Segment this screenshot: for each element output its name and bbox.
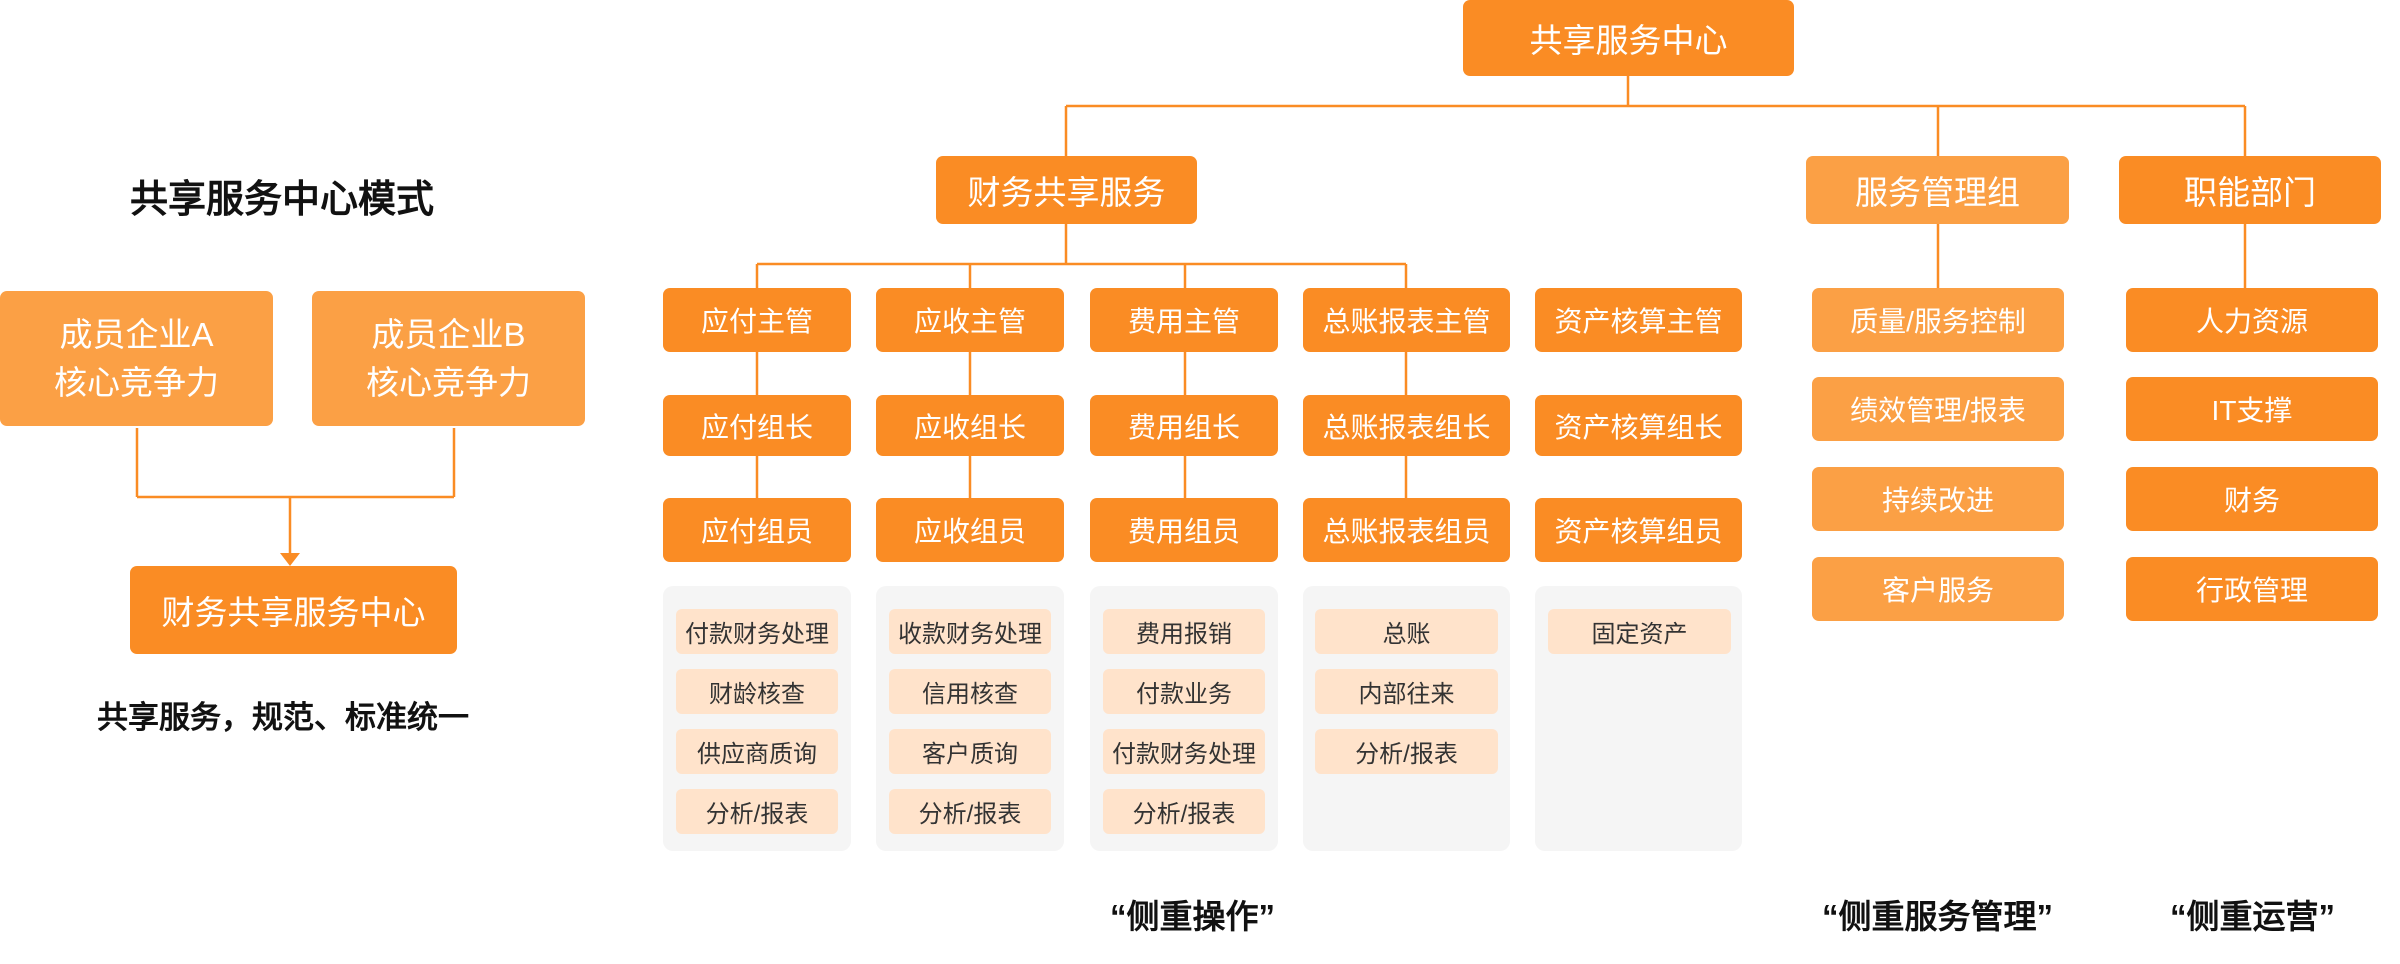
column-lead: 应付主管 [663,288,851,352]
member-a-subtitle: 核心竞争力 [54,363,219,401]
column-group-lead: 总账报表组长 [1303,395,1510,456]
task-chip: 内部往来 [1315,669,1498,714]
column-group-lead: 费用组长 [1090,395,1278,456]
task-chip: 付款财务处理 [676,609,838,654]
task-chip: 收款财务处理 [889,609,1051,654]
column-lead: 资产核算主管 [1535,288,1742,352]
member-b-box: 成员企业B 核心竞争力 [312,291,585,426]
root-node: 共享服务中心 [1463,0,1794,76]
column-member: 总账报表组员 [1303,498,1510,562]
member-b-name: 成员企业B [371,315,526,353]
mode-title: 共享服务中心模式 [130,179,435,221]
task-chip: 费用报销 [1103,609,1265,654]
task-chip: 信用核查 [889,669,1051,714]
operating-caption: “侧重运营” [2170,898,2335,935]
service-item: 客户服务 [1812,557,2064,621]
task-chip: 供应商质询 [676,729,838,774]
task-chip: 付款财务处理 [1103,729,1265,774]
service-mgmt-node: 服务管理组 [1806,156,2069,224]
column-member: 应付组员 [663,498,851,562]
task-chip: 客户质询 [889,729,1051,774]
member-a-box: 成员企业A 核心竞争力 [0,291,273,426]
function-item: 人力资源 [2126,288,2378,352]
task-chip: 固定资产 [1548,609,1731,654]
task-chip: 分析/报表 [676,789,838,834]
function-item: 财务 [2126,467,2378,531]
finance-center-box: 财务共享服务中心 [130,566,457,654]
column-member: 资产核算组员 [1535,498,1742,562]
task-chip: 分析/报表 [889,789,1051,834]
operations-caption: “侧重操作” [1110,898,1275,935]
task-chip: 财龄核查 [676,669,838,714]
column-group-lead: 资产核算组长 [1535,395,1742,456]
service-item: 绩效管理/报表 [1812,377,2064,441]
column-group-lead: 应付组长 [663,395,851,456]
service-caption: “侧重服务管理” [1822,898,2053,935]
task-chip: 分析/报表 [1103,789,1265,834]
functions-node: 职能部门 [2119,156,2381,224]
member-b-subtitle: 核心竞争力 [366,363,531,401]
column-lead: 应收主管 [876,288,1064,352]
task-chip: 总账 [1315,609,1498,654]
task-chip: 付款业务 [1103,669,1265,714]
task-chip: 分析/报表 [1315,729,1498,774]
service-item: 持续改进 [1812,467,2064,531]
column-member: 应收组员 [876,498,1064,562]
function-item: IT支撑 [2126,377,2378,441]
finance-shared-node: 财务共享服务 [936,156,1197,224]
column-group-lead: 应收组长 [876,395,1064,456]
column-lead: 总账报表主管 [1303,288,1510,352]
column-lead: 费用主管 [1090,288,1278,352]
member-a-name: 成员企业A [59,315,214,353]
service-item: 质量/服务控制 [1812,288,2064,352]
left-caption: 共享服务，规范、标准统一 [97,700,469,735]
function-item: 行政管理 [2126,557,2378,621]
column-member: 费用组员 [1090,498,1278,562]
